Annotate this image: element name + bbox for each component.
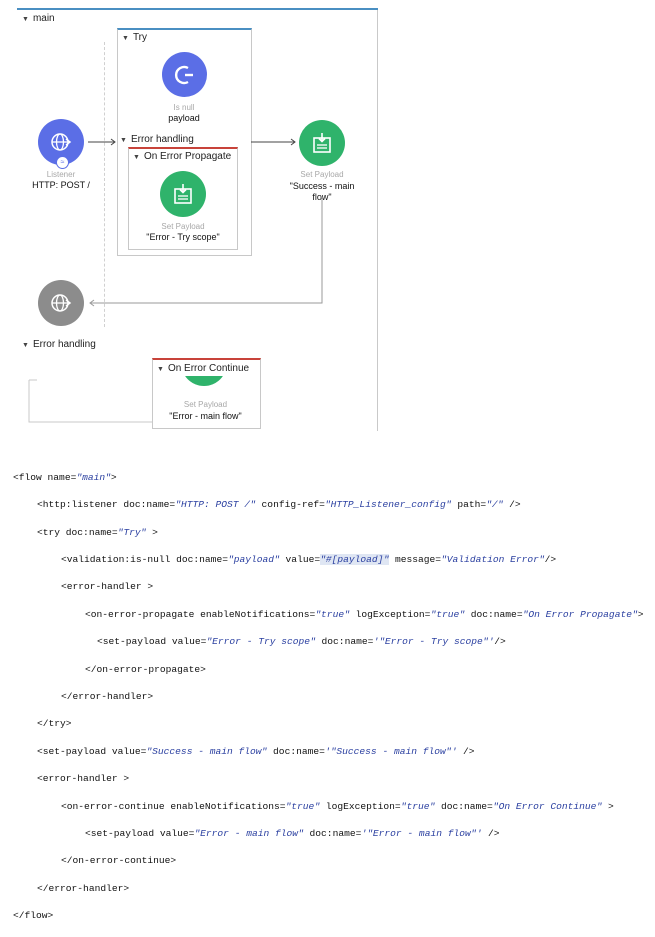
code-line: <set-payload value="Success - main flow"… bbox=[37, 745, 475, 757]
is-null-type-label: Is null bbox=[173, 103, 195, 112]
collapse-triangle-icon[interactable]: ▼ bbox=[22, 342, 29, 349]
on-error-propagate-text: On Error Propagate bbox=[143, 151, 232, 162]
listener-type-label: Listener bbox=[46, 170, 76, 179]
on-error-continue-header bbox=[153, 360, 258, 376]
code-line: <try doc:name="Try" > bbox=[37, 526, 158, 538]
set-payload-error-type-label: Set Payload bbox=[183, 400, 228, 409]
code-line: </flow> bbox=[13, 910, 54, 922]
code-line: </try> bbox=[37, 718, 72, 730]
listener-name-label: HTTP: POST / bbox=[32, 180, 90, 190]
on-error-continue-text: On Error Continue bbox=[167, 363, 250, 374]
code-line: <validation:is-null doc:name="payload" v… bbox=[61, 553, 557, 565]
flow-connectors bbox=[28, 138, 323, 423]
validation-icon bbox=[174, 65, 193, 84]
set-payload-try-type-label: Set Payload bbox=[161, 222, 205, 231]
arrowhead-icon bbox=[89, 299, 95, 307]
code-line: </error-handler> bbox=[61, 690, 154, 702]
code-line: <set-payload value="Error - Try scope" d… bbox=[97, 636, 506, 648]
code-line: <error-handler > bbox=[61, 581, 154, 593]
set-payload-main-name-line2: flow" bbox=[312, 192, 332, 202]
collapse-triangle-icon[interactable]: ▼ bbox=[133, 154, 140, 161]
code-line: <flow name="main"> bbox=[13, 471, 117, 483]
http-response-node[interactable] bbox=[38, 280, 84, 326]
set-payload-main-node[interactable] bbox=[299, 120, 345, 166]
main-error-handling-text: Error handling bbox=[32, 339, 96, 350]
try-error-handling-label[interactable]: ▼Error handling bbox=[120, 134, 194, 145]
collapse-triangle-icon[interactable]: ▼ bbox=[122, 35, 129, 42]
collapse-triangle-icon[interactable]: ▼ bbox=[120, 137, 127, 144]
try-error-handling-text: Error handling bbox=[130, 134, 194, 145]
code-line: <set-payload value="Error - main flow" d… bbox=[85, 827, 500, 839]
return-path-line bbox=[90, 198, 323, 304]
http-globe-icon bbox=[51, 294, 72, 312]
scope-guide-line bbox=[104, 42, 105, 327]
code-line: <on-error-continue enableNotifications="… bbox=[61, 800, 614, 812]
try-scope-label[interactable]: ▼Try bbox=[122, 32, 147, 43]
arrowhead-icon bbox=[110, 138, 116, 146]
is-null-node[interactable] bbox=[162, 52, 207, 97]
collapse-triangle-icon[interactable]: ▼ bbox=[157, 366, 164, 373]
code-line: </error-handler> bbox=[37, 882, 130, 894]
code-line: <on-error-propagate enableNotifications=… bbox=[85, 608, 644, 620]
set-payload-main-name-line1: "Success - main bbox=[289, 181, 355, 191]
source-badge-icon: ≈ bbox=[56, 156, 69, 169]
set-payload-icon bbox=[174, 184, 192, 204]
highlighted-expression: "#[payload]" bbox=[320, 553, 390, 565]
set-payload-error-name-label: "Error - main flow" bbox=[169, 411, 242, 421]
code-line: </on-error-propagate> bbox=[85, 663, 206, 675]
code-line: <http:listener doc:name="HTTP: POST /" c… bbox=[37, 499, 521, 511]
is-null-name-label: payload bbox=[168, 113, 200, 123]
canvas-top-accent bbox=[17, 8, 378, 10]
set-payload-try-node[interactable] bbox=[160, 171, 206, 217]
set-payload-main-type-label: Set Payload bbox=[300, 170, 344, 179]
http-globe-icon bbox=[51, 133, 72, 151]
error-path-line bbox=[28, 380, 152, 423]
arrowhead-icon bbox=[290, 138, 296, 146]
on-error-propagate-label[interactable]: ▼On Error Propagate bbox=[133, 151, 231, 162]
try-label-text: Try bbox=[132, 32, 148, 43]
on-error-continue-label[interactable]: ▼On Error Continue bbox=[157, 363, 249, 374]
main-flow-label[interactable]: ▼main bbox=[22, 13, 55, 24]
code-line: <error-handler > bbox=[37, 773, 130, 785]
xml-code-block: <flow name="main"> <http:listener doc:na… bbox=[13, 457, 644, 937]
listener-node[interactable] bbox=[38, 119, 84, 165]
main-flow-label-text: main bbox=[32, 13, 55, 24]
set-payload-try-name-label: "Error - Try scope" bbox=[146, 232, 220, 242]
collapse-triangle-icon[interactable]: ▼ bbox=[22, 16, 29, 23]
set-payload-icon bbox=[313, 133, 331, 153]
code-line: </on-error-continue> bbox=[61, 855, 177, 867]
main-error-handling-label[interactable]: ▼Error handling bbox=[22, 339, 96, 350]
